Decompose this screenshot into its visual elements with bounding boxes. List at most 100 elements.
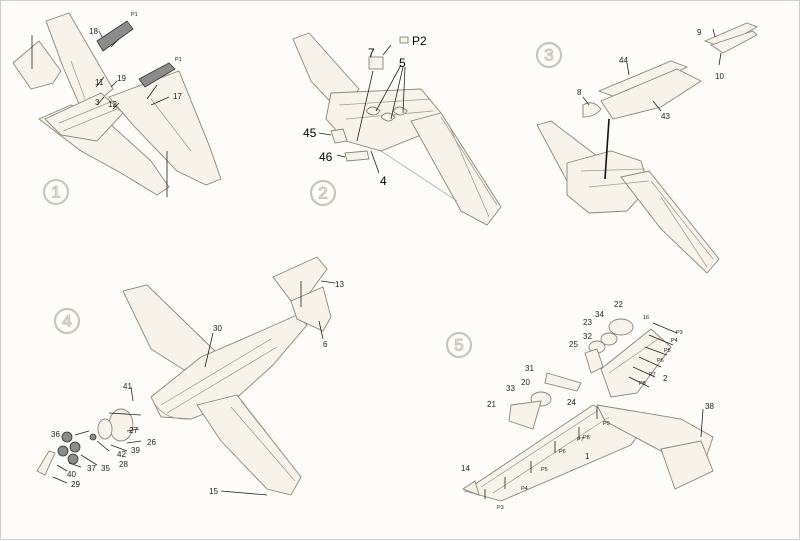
step5-upper-wing bbox=[600, 328, 672, 398]
part-34 bbox=[600, 332, 618, 346]
label-24: 24 bbox=[567, 398, 576, 407]
part-43 bbox=[600, 68, 702, 120]
part-27-hub bbox=[97, 418, 113, 440]
label-p5b: P5 bbox=[541, 467, 548, 473]
step-2-number: 2 bbox=[318, 184, 327, 203]
part-22 bbox=[608, 318, 634, 336]
label-26: 26 bbox=[147, 438, 156, 447]
part-8 bbox=[582, 102, 602, 118]
label-38: 38 bbox=[705, 402, 714, 411]
label-28: 28 bbox=[119, 460, 128, 469]
label-6: 6 bbox=[323, 340, 328, 349]
label-p4a: P4 bbox=[671, 338, 678, 344]
label-44: 44 bbox=[619, 56, 628, 65]
part-21 bbox=[508, 400, 542, 430]
label-8: 8 bbox=[577, 88, 582, 97]
label-21: 21 bbox=[487, 400, 496, 409]
step-3-group: 9 10 44 8 43 3 bbox=[535, 22, 759, 274]
label-3: 3 bbox=[95, 98, 100, 107]
part-14 bbox=[462, 480, 480, 496]
label-23: 23 bbox=[583, 318, 592, 327]
label-7: 7 bbox=[368, 46, 375, 60]
label-p1a: P1 bbox=[131, 12, 138, 18]
step5-tail bbox=[660, 440, 714, 490]
label-46: 46 bbox=[319, 150, 333, 164]
part-42 bbox=[89, 433, 97, 441]
label-p2: P2 bbox=[412, 34, 427, 48]
label-p6b: P6 bbox=[559, 449, 566, 455]
part-7 bbox=[368, 56, 384, 70]
label-33: 33 bbox=[506, 384, 515, 393]
label-19: 19 bbox=[117, 74, 126, 83]
step-2-group: 7 P2 5 45 46 4 2 bbox=[292, 32, 502, 226]
label-17: 17 bbox=[173, 92, 182, 101]
part-13-tail bbox=[272, 256, 328, 306]
label-p6a: P6 bbox=[657, 358, 664, 364]
label-p9: P9 bbox=[603, 421, 610, 427]
step-4-group: 13 6 30 41 36 27 26 42 39 35 28 37 40 29… bbox=[36, 256, 344, 496]
label-32: 32 bbox=[583, 332, 592, 341]
step-2-circle bbox=[309, 179, 337, 207]
step-1-group: P1 P1 18 11 19 3 12 17 1 bbox=[12, 12, 222, 206]
label-p5a: P5 bbox=[664, 348, 671, 354]
label-39: 39 bbox=[131, 446, 140, 455]
step-5-group: 22 34 23 16 P3 P4 32 P5 25 P6 31 P7 2 P8… bbox=[445, 300, 714, 511]
step3-wing-right bbox=[620, 170, 720, 274]
label-p7b: P7 bbox=[577, 437, 584, 443]
step-5-circle bbox=[445, 331, 473, 359]
step2-wing-right bbox=[410, 112, 502, 226]
label-40: 40 bbox=[67, 470, 76, 479]
photoetch-strip-p1b bbox=[138, 62, 176, 88]
step4-wing-right bbox=[196, 394, 302, 496]
part-45 bbox=[330, 128, 348, 144]
label-22: 22 bbox=[614, 300, 623, 309]
label-27: 27 bbox=[129, 426, 138, 435]
label-14: 14 bbox=[461, 464, 470, 473]
label-36: 36 bbox=[51, 430, 60, 439]
part-10 bbox=[709, 30, 758, 54]
label-42: 42 bbox=[117, 450, 126, 459]
label-p8a: P8 bbox=[639, 381, 646, 387]
label-1: 1 bbox=[585, 452, 590, 461]
label-30: 30 bbox=[213, 324, 222, 333]
label-43: 43 bbox=[661, 112, 670, 121]
label-37: 37 bbox=[87, 464, 96, 473]
step-3-number: 3 bbox=[544, 46, 553, 65]
label-15: 15 bbox=[209, 487, 218, 496]
label-34: 34 bbox=[595, 310, 604, 319]
label-31: 31 bbox=[525, 364, 534, 373]
label-p7a: P7 bbox=[649, 372, 656, 378]
step-4-number: 4 bbox=[62, 312, 71, 331]
label-35: 35 bbox=[101, 464, 110, 473]
step-3-circle bbox=[535, 41, 563, 69]
label-45: 45 bbox=[303, 126, 317, 140]
photoetch-antennas-upper bbox=[628, 322, 678, 388]
label-13: 13 bbox=[335, 280, 344, 289]
part-29 bbox=[36, 450, 56, 476]
part-p2 bbox=[399, 36, 409, 44]
part-31-24 bbox=[544, 372, 582, 392]
label-p3b: P3 bbox=[497, 505, 504, 511]
label-p3a: P3 bbox=[676, 330, 683, 336]
wing-right-half bbox=[108, 70, 222, 186]
label-5: 5 bbox=[399, 56, 406, 70]
label-2: 2 bbox=[663, 374, 668, 383]
label-18: 18 bbox=[89, 27, 98, 36]
label-12: 12 bbox=[108, 100, 117, 109]
propeller-blades-36 bbox=[57, 431, 81, 465]
label-p1b: P1 bbox=[175, 57, 182, 63]
photoetch-strip-p1a bbox=[96, 20, 134, 52]
step-1-circle bbox=[42, 178, 70, 206]
label-p8b: P8 bbox=[583, 435, 590, 441]
label-11: 11 bbox=[95, 78, 104, 87]
label-41: 41 bbox=[123, 382, 132, 391]
fin-left bbox=[12, 40, 62, 90]
label-16: 16 bbox=[643, 315, 649, 321]
label-10: 10 bbox=[715, 72, 724, 81]
label-20: 20 bbox=[521, 378, 530, 387]
step-5-number: 5 bbox=[454, 336, 463, 355]
label-25: 25 bbox=[569, 340, 578, 349]
step-1-number: 1 bbox=[51, 183, 60, 202]
